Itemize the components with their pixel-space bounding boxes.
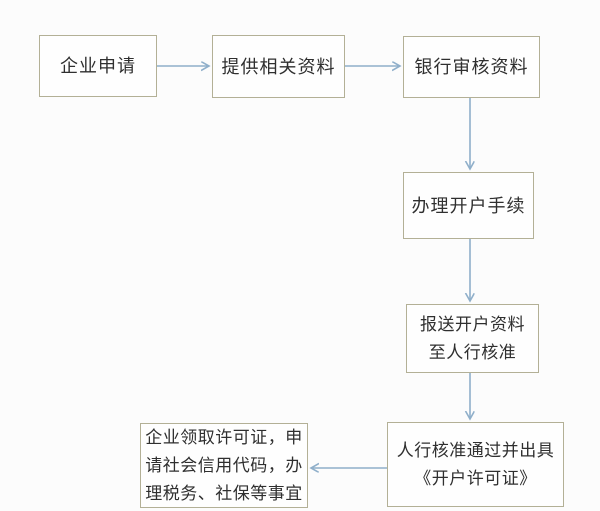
flow-step-provide-materials: 提供相关资料 [212,35,345,98]
flow-step-label: 报送开户资料 至人行核准 [420,314,525,362]
flow-step-pboc-approve-issue-permit: 人行核准通过并出具 《开户许可证》 [387,422,564,507]
flow-step-label: 银行审核资料 [414,57,529,77]
flow-step-submit-to-pboc: 报送开户资料 至人行核准 [406,304,539,373]
flow-step-label: 企业领取许可证，申 请社会信用代码，办 理税务、社保等事宜 [145,427,303,503]
flow-step-label: 人行核准通过并出具 《开户许可证》 [396,440,555,488]
flow-step-label: 企业申请 [60,56,136,76]
flow-step-label: 提供相关资料 [221,56,336,77]
flow-step-enterprise-application: 企业申请 [39,35,157,97]
flow-step-bank-review: 银行审核资料 [403,36,540,98]
flow-step-label: 办理开户手续 [411,195,526,216]
flow-step-open-account-procedure: 办理开户手续 [403,172,534,239]
flow-step-receive-permit-followups: 企业领取许可证，申 请社会信用代码，办 理税务、社保等事宜 [140,423,308,508]
